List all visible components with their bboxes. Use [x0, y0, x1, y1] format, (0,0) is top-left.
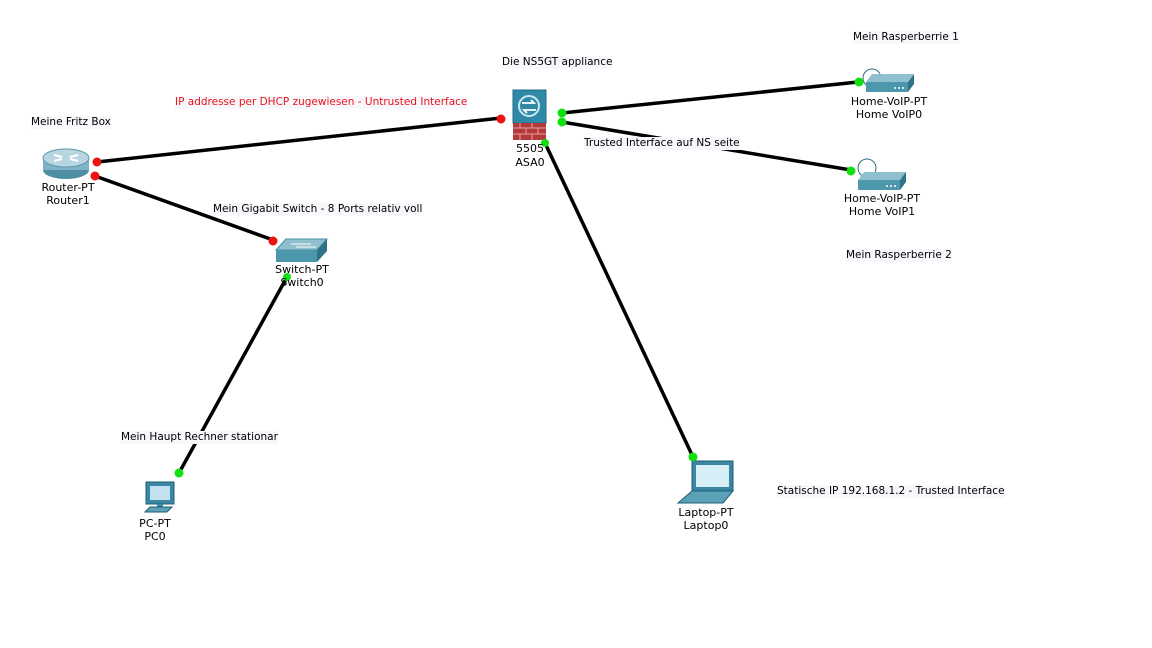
port-status-up	[541, 139, 549, 147]
port-status-up	[557, 108, 567, 118]
device-type-label: 5505	[516, 142, 544, 155]
device-name-label: Switch0	[280, 276, 324, 289]
port-status-down	[496, 114, 506, 124]
link-asa-voip0[interactable]	[561, 80, 859, 115]
home-voip1-icon[interactable]	[857, 158, 906, 190]
home-voip0-icon[interactable]	[862, 68, 914, 92]
port-status-up	[557, 117, 567, 127]
note-pc[interactable]: Mein Haupt Rechner stationar	[121, 431, 278, 444]
switch-icon[interactable]	[274, 238, 329, 262]
note-asa[interactable]: Die NS5GT appliance	[502, 56, 613, 69]
device-type-label: Router-PT	[41, 181, 95, 194]
device-type-label: Home-VoIP-PT	[850, 95, 928, 108]
port-status-up	[688, 452, 698, 462]
device-name-label: ASA0	[515, 156, 545, 169]
pc-icon[interactable]	[143, 481, 175, 513]
firewall-asa-icon[interactable]	[512, 89, 547, 140]
port-status-up	[846, 166, 856, 176]
link-router-switch[interactable]	[94, 174, 274, 242]
note-raspberry-1[interactable]: Mein Rasperberrie 1	[853, 31, 959, 44]
link-router-asa[interactable]	[96, 116, 502, 164]
note-trusted-interface[interactable]: Trusted Interface auf NS seite	[584, 137, 740, 150]
device-name-label: PC0	[144, 530, 166, 543]
device-name-label: Laptop0	[683, 519, 729, 532]
note-dhcp-untrusted[interactable]: IP addresse per DHCP zugewiesen - Untrus…	[175, 96, 468, 109]
device-name-label: Home VoIP0	[855, 108, 923, 121]
note-raspberry-2[interactable]: Mein Rasperberrie 2	[846, 249, 952, 262]
laptop-icon[interactable]	[676, 460, 735, 504]
note-switch[interactable]: Mein Gigabit Switch - 8 Ports relativ vo…	[213, 203, 423, 216]
port-status-up	[283, 273, 291, 281]
port-status-up	[174, 468, 184, 478]
note-laptop-static-ip[interactable]: Statische IP 192.168.1.2 - Trusted Inter…	[777, 485, 1005, 498]
port-status-down	[90, 171, 100, 181]
link-asa-laptop[interactable]	[543, 142, 695, 458]
port-status-down	[268, 236, 278, 246]
device-type-label: Laptop-PT	[678, 506, 734, 519]
device-type-label: Home-VoIP-PT	[843, 192, 921, 205]
device-type-label: PC-PT	[139, 517, 171, 530]
device-name-label: Router1	[46, 194, 90, 207]
port-status-down	[92, 157, 102, 167]
port-status-up	[854, 77, 864, 87]
device-name-label: Home VoIP1	[848, 205, 916, 218]
device-type-label: Switch-PT	[275, 263, 329, 276]
note-fritz-box[interactable]: Meine Fritz Box	[31, 116, 111, 129]
router-icon[interactable]	[42, 148, 90, 179]
